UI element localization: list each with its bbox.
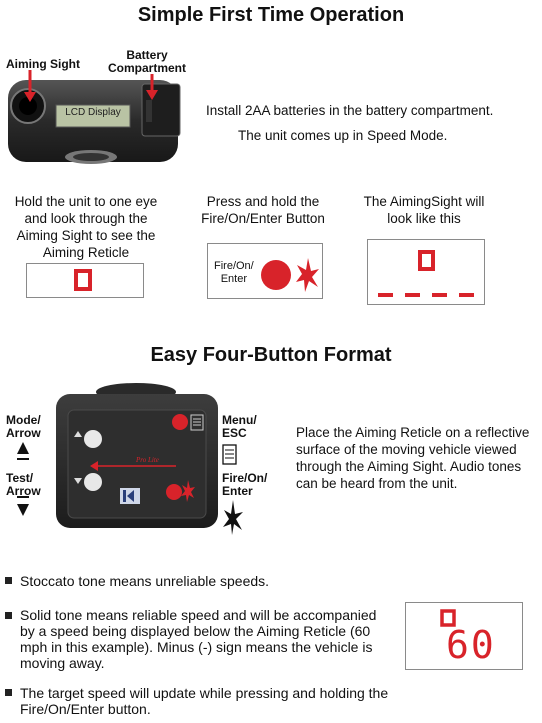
speed-reticle-icon [440,609,456,627]
speed-value: 60 [446,623,496,667]
aiming-sight-view-box [367,239,485,305]
section1-title: Simple First Time Operation [137,4,405,26]
bullet-2-text: Solid tone means reliable speed and will… [20,607,377,671]
bullet-marker [5,577,12,584]
down-arrow-icon [17,496,29,516]
label-mode-arrow: Mode/ Arrow [6,413,41,440]
aiming-reticle-box [26,263,144,298]
lcd-display-label: LCD Display [65,107,121,118]
speed-display-box: 60 [405,602,523,670]
menu-icon [222,444,237,465]
bullet-marker [5,612,12,619]
reticle-description: Place the Aiming Reticle on a reflective… [296,425,530,491]
step3-text: The AimingSight will look like this [363,194,485,226]
step1-text: Hold the unit to one eye and look throug… [14,194,158,260]
label-menu-esc: Menu/ ESC [222,413,257,440]
svg-text:Pro Lite: Pro Lite [135,456,159,464]
install-text: Install 2AA batteries in the battery com… [206,103,494,118]
fire-button-box: Fire/On/ Enter [207,243,323,299]
device-top-view [8,70,181,164]
up-arrow-icon [17,442,29,460]
label-battery-compartment: Battery Compartment [107,48,186,75]
reticle-icon [74,269,92,291]
device-button-panel: Pro Lite [56,383,218,528]
fire-button-label: Fire/On/ Enter [214,260,254,285]
aiming-sight-view-icon [378,250,474,297]
section2-title: Easy Four-Button Format [150,344,392,366]
label-aiming-sight: Aiming Sight [6,57,80,71]
step2-text: Press and hold the Fire/On/Enter Button [201,194,325,226]
bullet-marker [5,689,12,696]
label-test-arrow: Test/ Arrow [6,471,41,498]
fire-button-icon [261,258,319,292]
fire-star-icon [223,500,243,535]
label-fire-enter: Fire/On/ Enter [222,471,268,498]
bullet-3-text: The target speed will update while press… [20,685,389,717]
speed-mode-text: The unit comes up in Speed Mode. [238,128,448,143]
bullet-1-text: Stoccato tone means unreliable speeds. [20,573,270,589]
